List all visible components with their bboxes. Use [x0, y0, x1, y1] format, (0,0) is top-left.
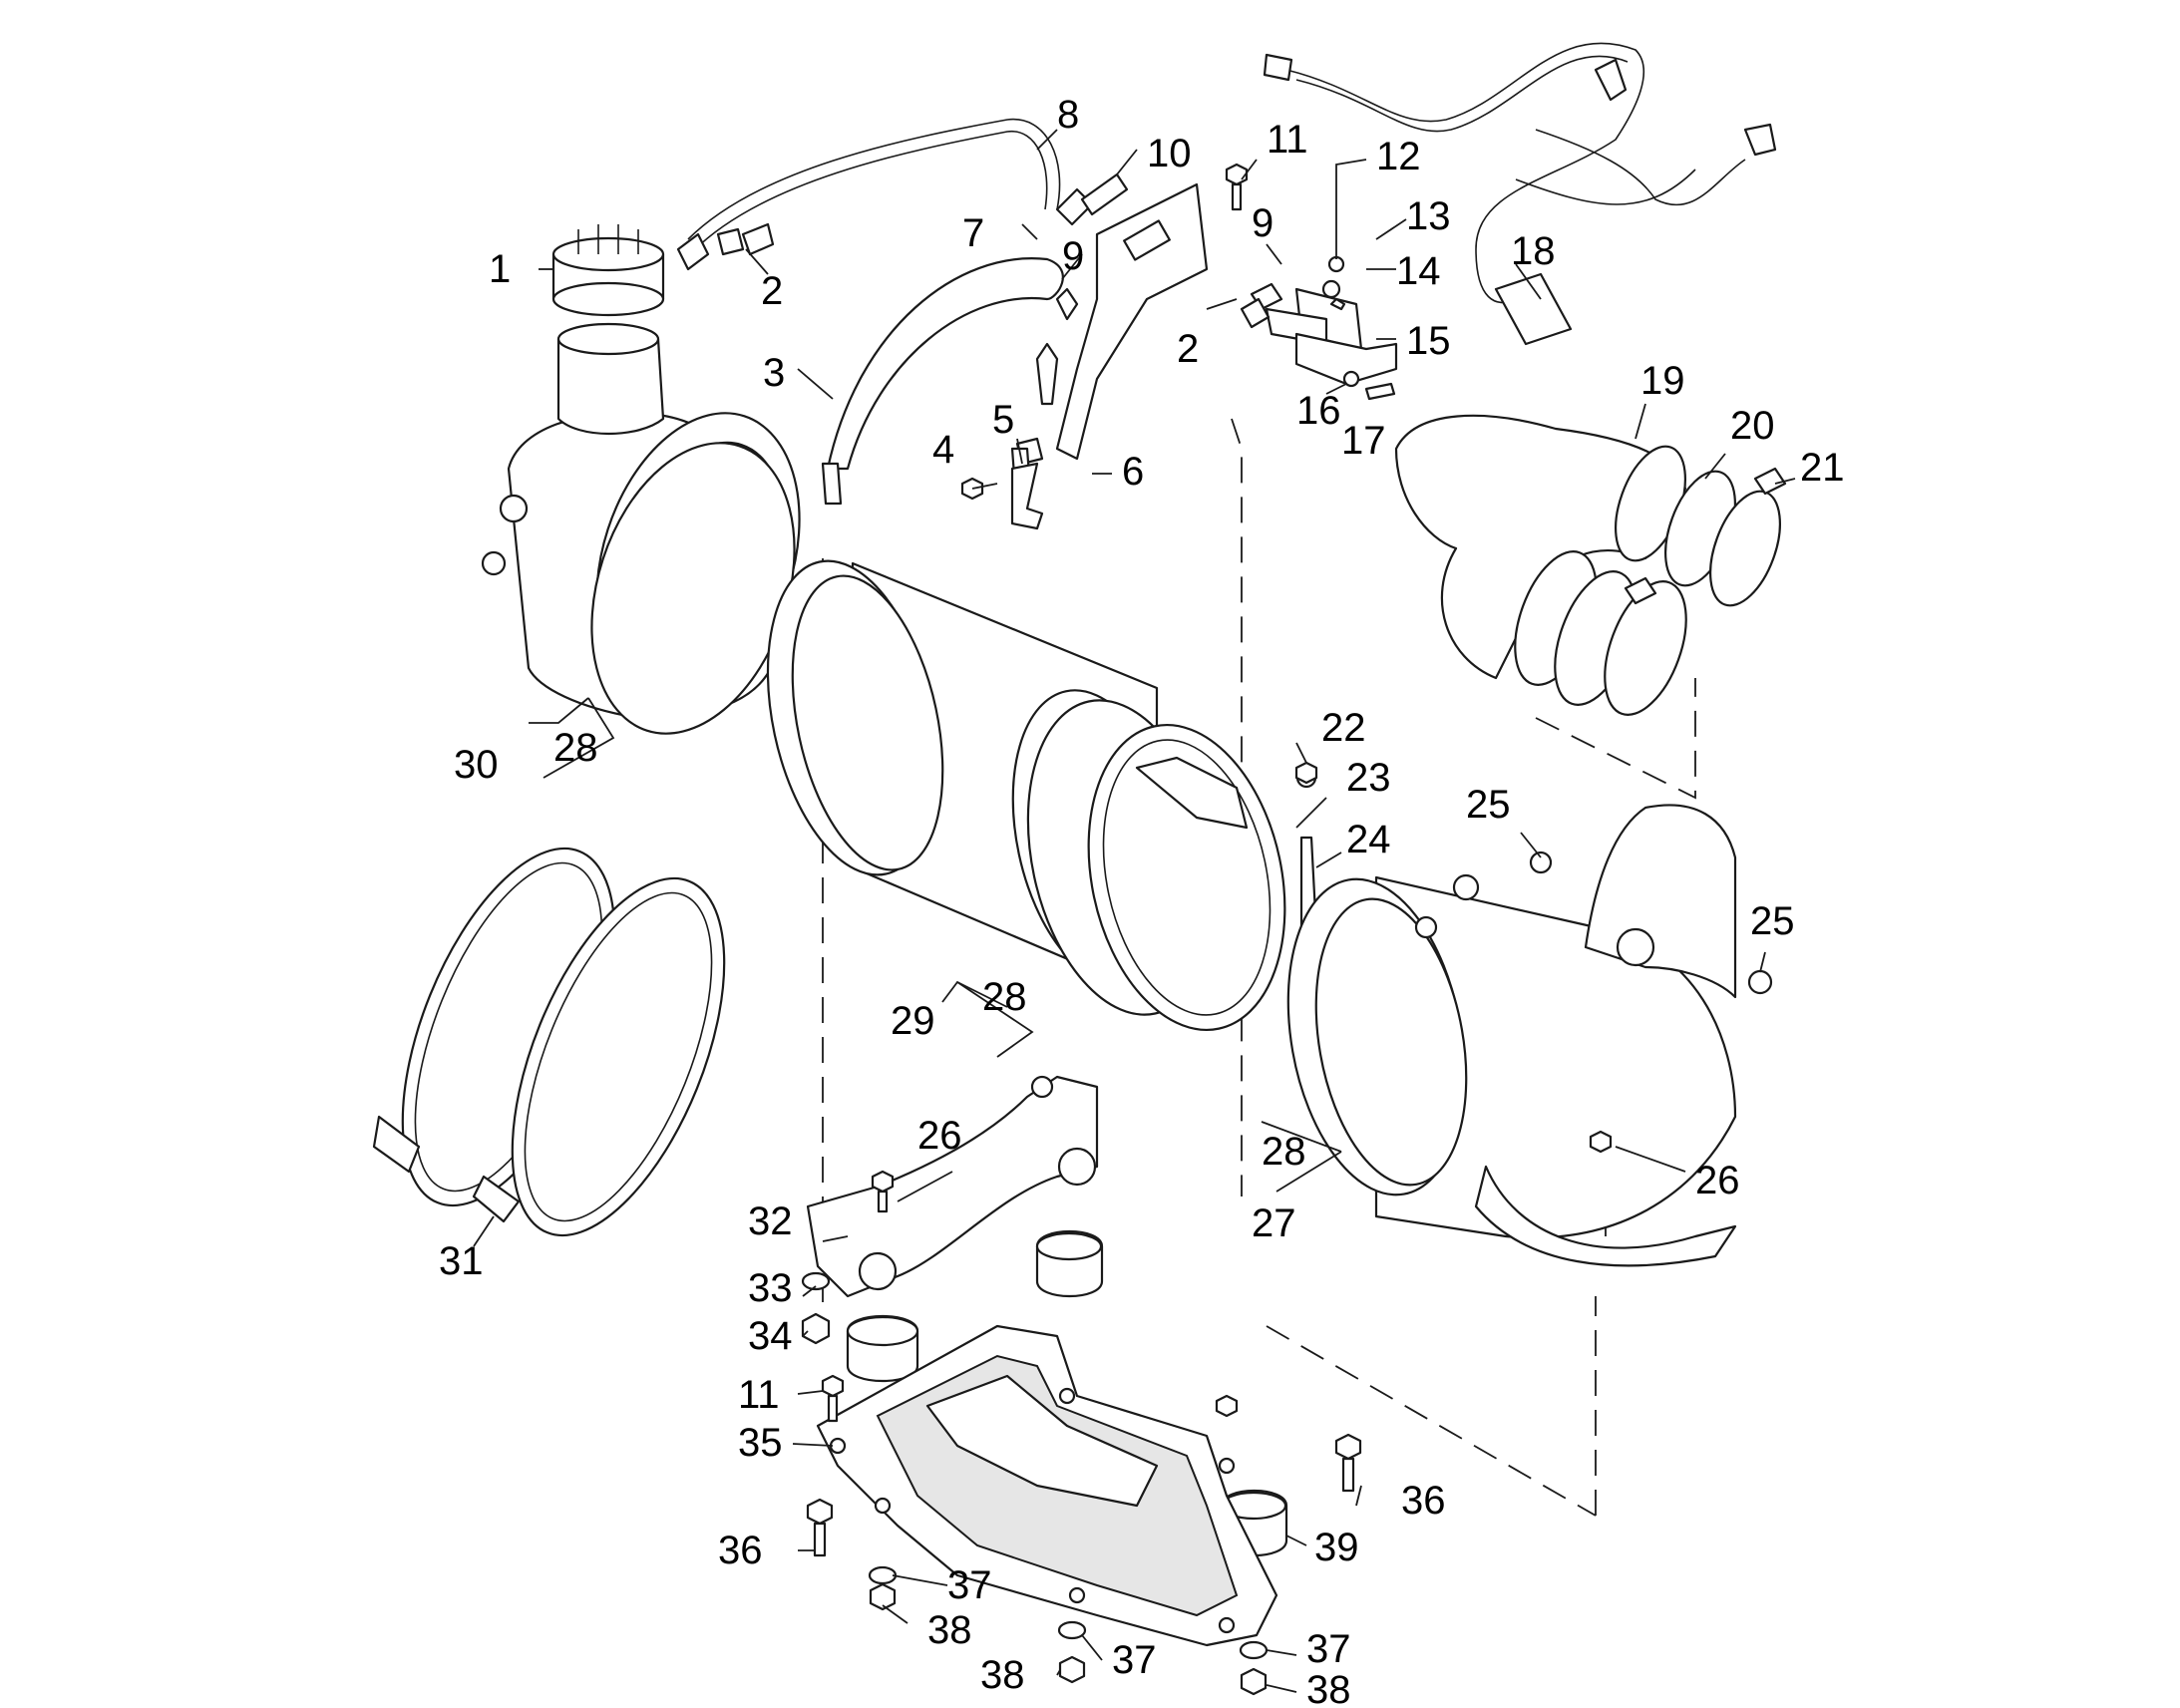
isolator-mounts — [846, 1230, 1288, 1556]
callout-8: 8 — [1057, 93, 1079, 137]
callout-37-right: 37 — [1306, 1627, 1351, 1671]
callout-14: 14 — [1396, 249, 1441, 293]
callout-9-right: 9 — [1252, 201, 1273, 245]
strap-and-bracket — [676, 118, 1209, 506]
callout-24: 24 — [1346, 818, 1391, 861]
callout-20: 20 — [1730, 404, 1775, 448]
outlet-elbow — [1394, 414, 1787, 716]
callout-12: 12 — [1376, 135, 1421, 178]
callout-7: 7 — [962, 211, 984, 255]
callout-38-middle: 38 — [980, 1653, 1025, 1697]
callout-28-scr: 28 — [1262, 1130, 1306, 1174]
callout-32: 32 — [748, 1199, 793, 1243]
mounting-band — [1087, 724, 1318, 1031]
callout-19: 19 — [1640, 359, 1685, 403]
callout-39: 39 — [1314, 1526, 1359, 1569]
callout-18: 18 — [1511, 229, 1556, 273]
callout-labels: 1 2 3 4 5 6 7 8 9 10 11 9 2 12 13 14 15 … — [439, 93, 1845, 1708]
callout-10: 10 — [1147, 132, 1192, 175]
clamp-band-part-1 — [551, 224, 665, 317]
callout-23: 23 — [1346, 756, 1391, 800]
callout-38-left: 38 — [927, 1608, 972, 1652]
callout-35: 35 — [738, 1421, 783, 1465]
callout-22: 22 — [1321, 706, 1366, 750]
callout-36-right: 36 — [1401, 1479, 1446, 1523]
callout-29: 29 — [891, 999, 935, 1043]
callout-1: 1 — [489, 247, 511, 291]
callout-28-can: 28 — [982, 975, 1027, 1019]
callout-9-left: 9 — [1062, 234, 1084, 278]
base-plate — [816, 1324, 1278, 1647]
callout-37-middle: 37 — [1112, 1638, 1157, 1682]
callout-38-right: 38 — [1306, 1668, 1351, 1708]
band-clamps — [372, 847, 726, 1237]
callout-36-left: 36 — [718, 1529, 763, 1572]
callout-17: 17 — [1341, 419, 1386, 463]
callout-4: 4 — [932, 428, 954, 472]
callout-30: 30 — [454, 743, 499, 787]
callout-11-top: 11 — [1267, 118, 1308, 162]
inlet-housing — [481, 322, 801, 735]
callout-16: 16 — [1296, 389, 1341, 433]
callout-31: 31 — [439, 1239, 484, 1283]
callout-2-left: 2 — [761, 269, 783, 313]
callout-33: 33 — [748, 1266, 793, 1310]
saddle-bracket — [806, 1075, 1099, 1298]
callout-2-right: 2 — [1177, 327, 1199, 371]
callout-15: 15 — [1406, 319, 1451, 363]
callout-26-right: 26 — [1695, 1159, 1740, 1202]
callout-3: 3 — [763, 351, 785, 395]
callout-11-bottom: 11 — [738, 1373, 780, 1417]
scr-module — [1286, 804, 1737, 1267]
callout-34: 34 — [748, 1314, 793, 1358]
callout-25-left: 25 — [1466, 783, 1511, 827]
leader-lines — [473, 129, 1796, 1693]
callout-37-left: 37 — [947, 1563, 992, 1607]
callout-6: 6 — [1122, 450, 1144, 494]
callout-28-inlet: 28 — [553, 726, 598, 770]
callout-26-left: 26 — [917, 1114, 962, 1158]
callout-25-right: 25 — [1750, 899, 1795, 943]
callout-27: 27 — [1252, 1201, 1296, 1245]
hardware — [716, 163, 1773, 1696]
callout-5: 5 — [992, 398, 1014, 442]
callout-21: 21 — [1800, 446, 1845, 490]
sensor-module — [1240, 255, 1398, 401]
callout-13: 13 — [1406, 194, 1451, 238]
wiring-harness — [1263, 42, 1777, 346]
